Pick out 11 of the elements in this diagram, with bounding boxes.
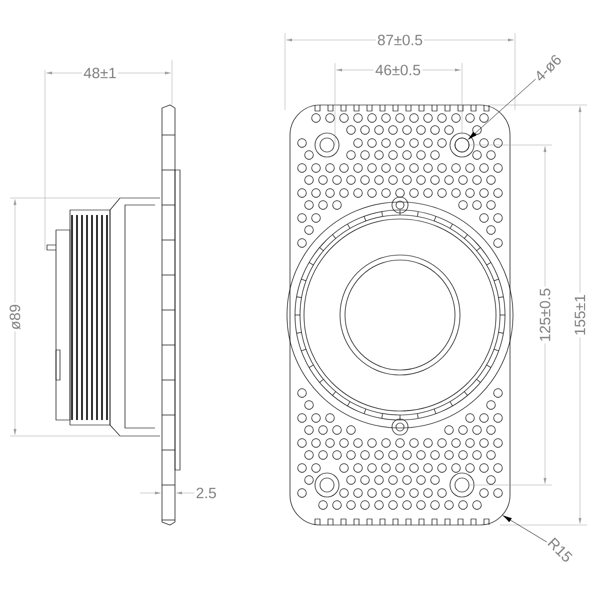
- dimension-label: 155±1: [573, 292, 587, 338]
- callout-label: R15: [548, 538, 572, 562]
- dimension-label: 125±0.5: [538, 286, 552, 344]
- dimension-label: 87±0.5: [376, 33, 424, 47]
- mounting-hole: [454, 138, 470, 152]
- leader-line: [468, 78, 536, 140]
- dimension-label: 46±0.5: [374, 63, 422, 77]
- dimension-label: 48±1: [82, 66, 118, 80]
- dimension-label: ø89: [8, 302, 22, 332]
- leader-line: [503, 516, 548, 542]
- dimension-label: 2.5: [194, 486, 218, 500]
